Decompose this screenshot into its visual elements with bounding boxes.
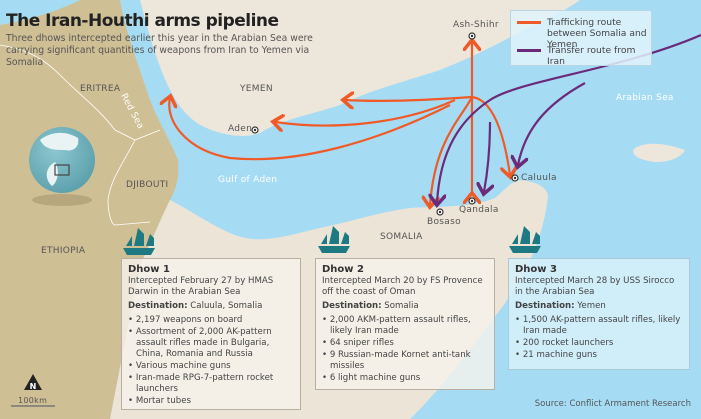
svg-text:N: N <box>30 382 37 391</box>
route-iran-qandala <box>484 121 490 192</box>
cargo-item: Iran-made RPG-7-pattern rocket launchers <box>128 373 294 395</box>
country-label: DJIBOUTI <box>126 180 169 190</box>
cargo-item: 9 Russian-made Kornet anti-tank missiles <box>322 350 488 372</box>
dhow-icon <box>123 228 155 255</box>
route-hub-redsea <box>169 98 451 161</box>
city-label: Qandala <box>459 205 499 215</box>
city-label: Caluula <box>521 173 557 183</box>
page-subtitle: Three dhows intercepted earlier this yea… <box>6 33 313 68</box>
dhow-1-card: Dhow 1 Intercepted February 27 by HMAS D… <box>121 258 301 410</box>
cargo-item: 64 sniper rifles <box>322 338 488 349</box>
cargo-item: 6 light machine guns <box>322 373 488 384</box>
route-hub-bosaso <box>430 96 473 205</box>
route-hub-yemen-1 <box>345 97 473 101</box>
cargo-item: Assortment of 2,000 AK-pattern assault r… <box>128 327 294 360</box>
page-title: The Iran-Houthi arms pipeline <box>6 11 279 31</box>
sea-label: Arabian Sea <box>616 93 674 103</box>
cargo-item: 21 machine guns <box>515 350 683 361</box>
legend-item-trafficking: Trafficking route between Somalia and Ye… <box>517 17 651 50</box>
dhow-3-card: Dhow 3 Intercepted March 28 by USS Siroc… <box>508 258 690 370</box>
country-label: ERITREA <box>80 84 121 94</box>
locator-globe <box>29 127 95 206</box>
city-label: Aden <box>228 124 253 134</box>
intercept-info: Intercepted March 28 by USS Sirocco in t… <box>515 276 675 297</box>
country-label: YEMEN <box>240 84 273 94</box>
cargo-item: Various machine guns <box>128 361 294 372</box>
dhow-title: Dhow 3 <box>515 264 557 275</box>
city-label: Ash-Shihr <box>453 20 499 30</box>
destination: Somalia <box>384 301 419 311</box>
route-hub-caluula <box>471 95 510 175</box>
legend-item-transfer: Transfer route from Iran <box>517 45 651 67</box>
dhow-title: Dhow 2 <box>322 264 364 275</box>
cargo-item: 2,197 weapons on board <box>128 315 294 326</box>
cargo-item: Mortar tubes <box>128 396 294 407</box>
cargo-item: 200 rocket launchers <box>515 338 683 349</box>
north-arrow-icon: N <box>24 374 42 391</box>
intercept-info: Intercepted March 20 by FS Provence off … <box>322 276 483 297</box>
intercept-info: Intercepted February 27 by HMAS Darwin i… <box>128 276 274 297</box>
destination: Yemen <box>577 301 606 311</box>
cargo-item: 2,000 AKM-pattern assault rifles, likely… <box>322 315 488 337</box>
africa-land <box>0 0 179 419</box>
cargo-item: 1,500 AK-pattern assault rifles, likely … <box>515 315 683 337</box>
sea-label: Gulf of Aden <box>218 175 278 185</box>
trafficking-routes <box>169 42 510 205</box>
country-label: SOMALIA <box>380 232 423 242</box>
scale-label: 100km <box>18 396 48 405</box>
source-credit: Source: Conflict Armament Research <box>534 399 691 409</box>
route-iran-caluula <box>518 82 586 165</box>
dhow-icon <box>318 226 350 253</box>
destination: Caluula, Somalia <box>190 301 263 311</box>
socotra-island <box>633 143 685 162</box>
route-hub-aden <box>275 98 456 126</box>
country-label: ETHIOPIA <box>41 246 86 256</box>
city-label: Bosaso <box>427 217 461 227</box>
dhow-title: Dhow 1 <box>128 264 170 275</box>
dhow-icon <box>509 226 541 253</box>
legend: Trafficking route between Somalia and Ye… <box>510 10 652 67</box>
dhow-2-card: Dhow 2 Intercepted March 20 by FS Proven… <box>315 258 495 390</box>
